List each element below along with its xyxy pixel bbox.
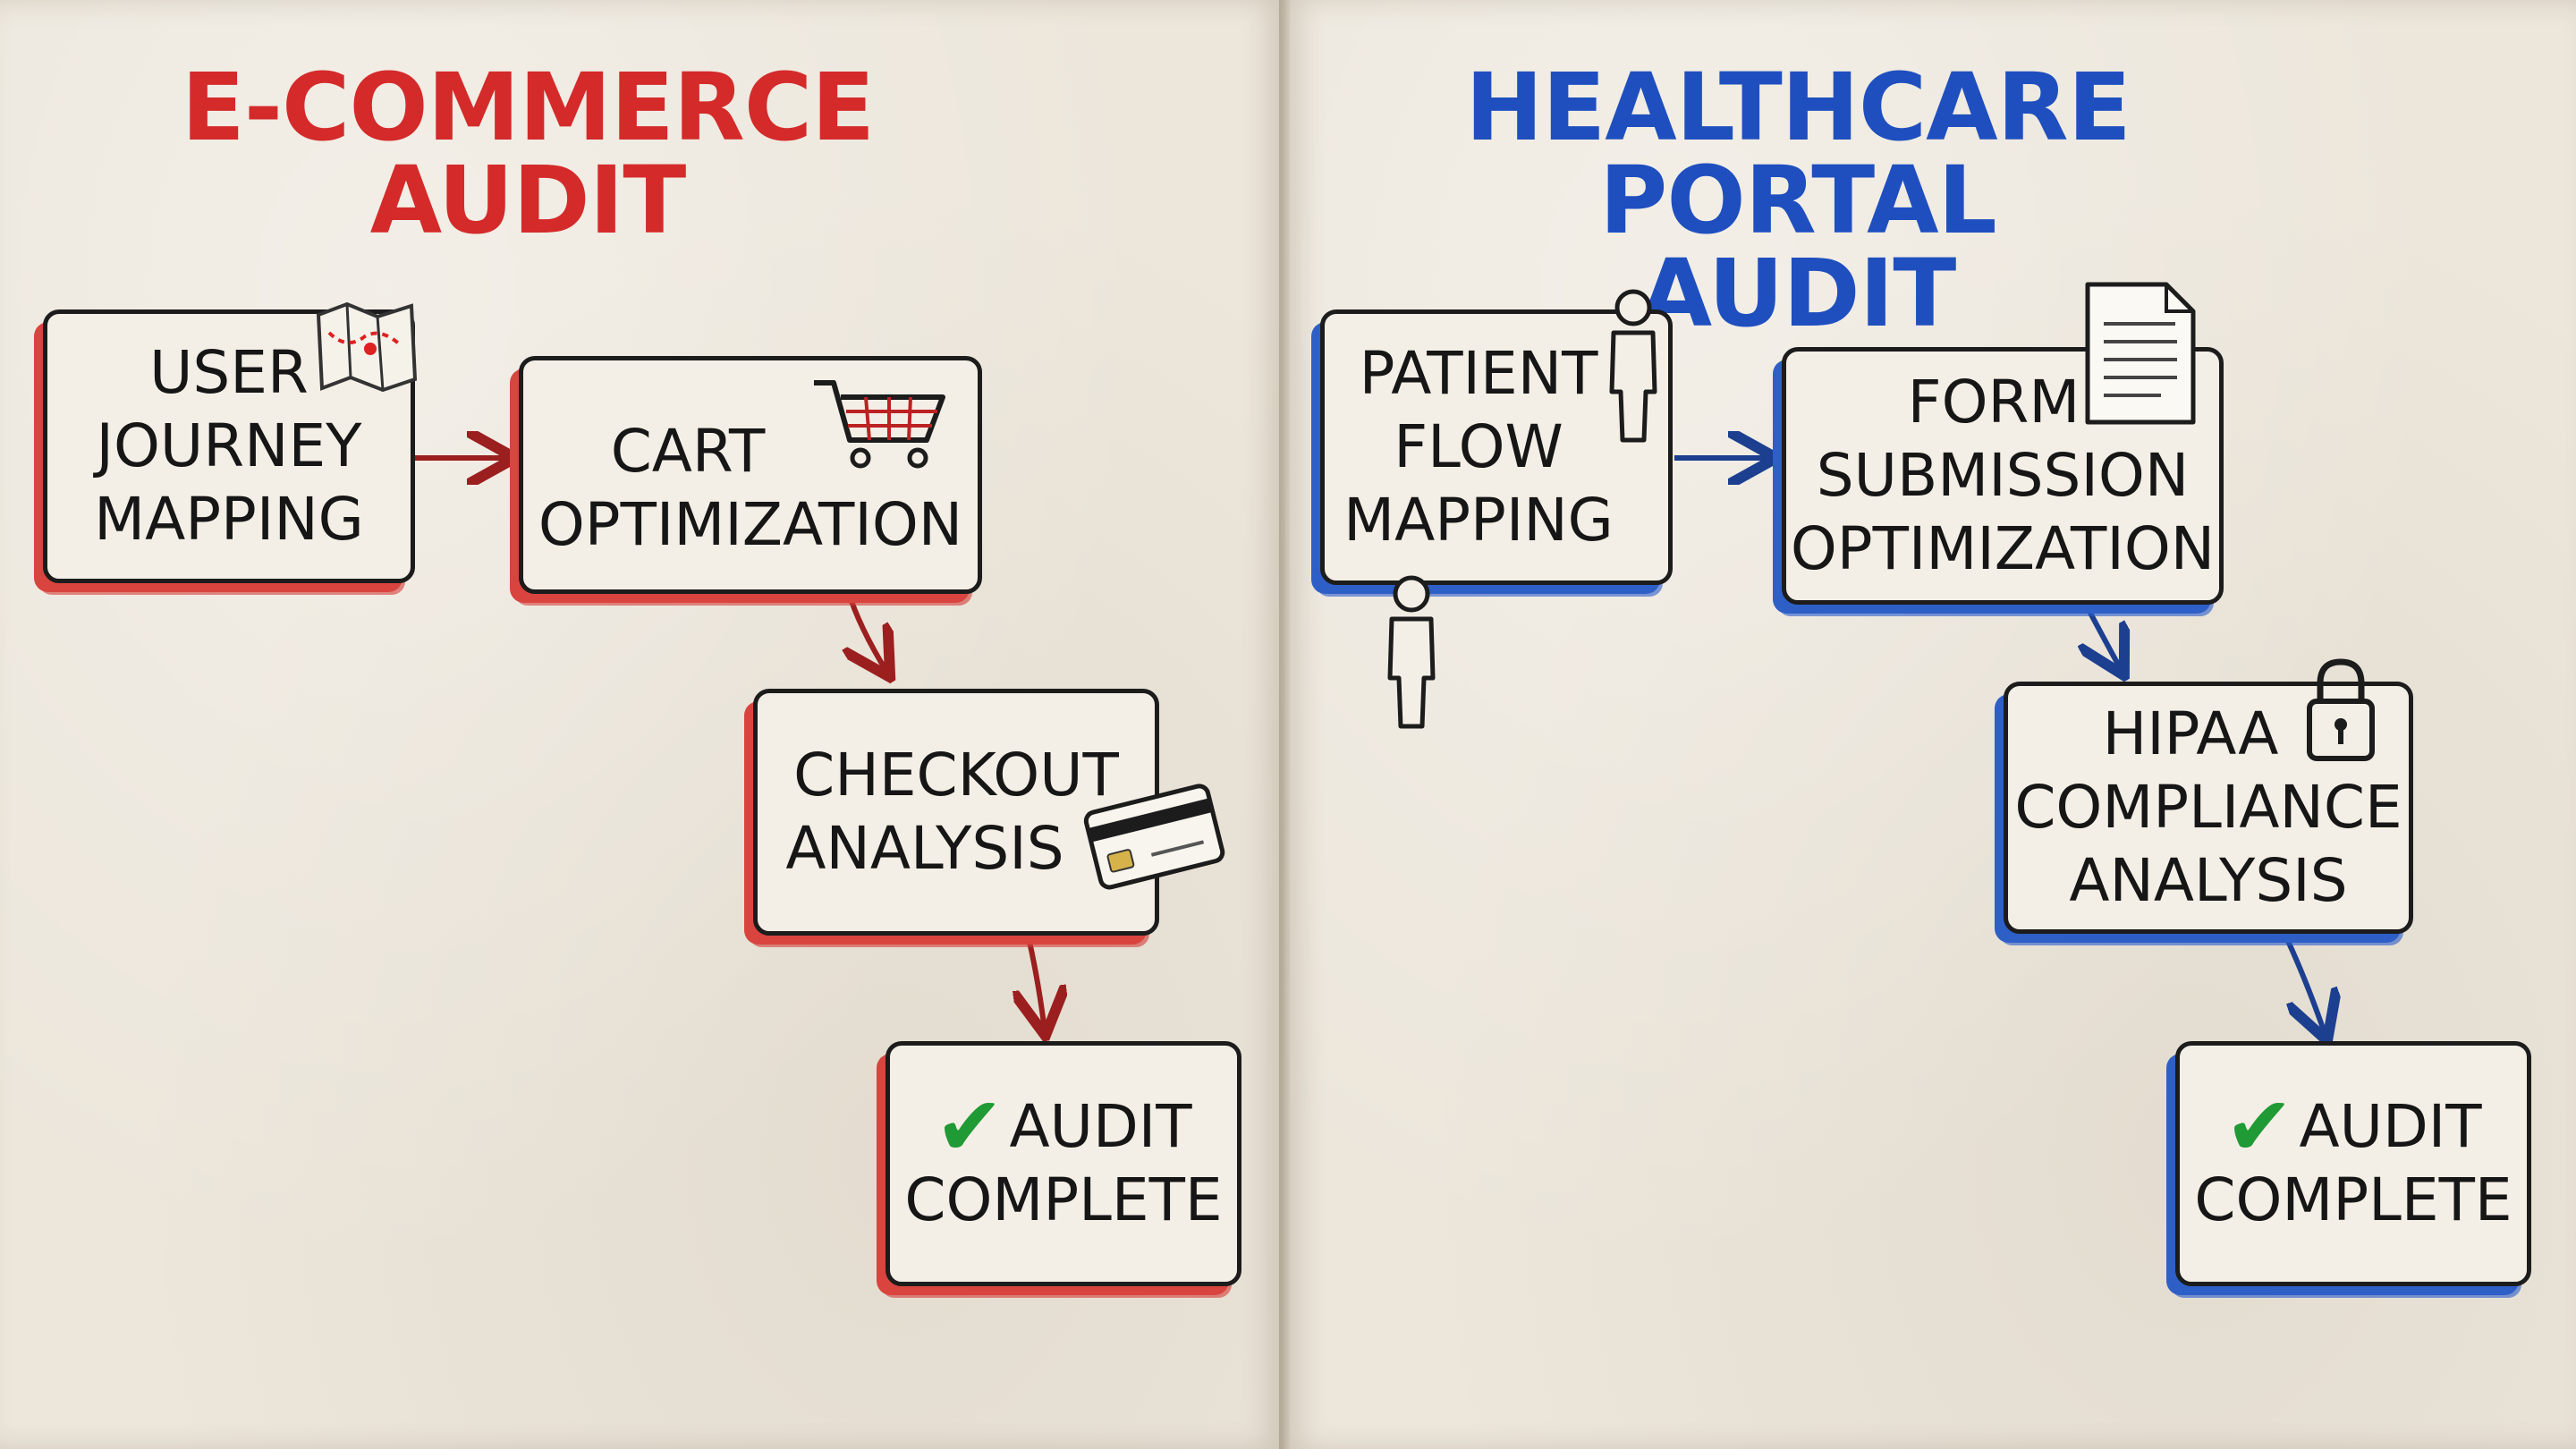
step-label-line: ANALYSIS: [2069, 846, 2348, 915]
ecommerce-title: E-COMMERCE AUDIT: [179, 61, 877, 247]
step-cart-optimization: CART OPTIMIZATION: [519, 356, 982, 594]
step-label-line: OPTIMIZATION: [1790, 514, 2216, 583]
step-label-line: MAPPING: [94, 485, 364, 554]
shopping-cart-icon: [814, 380, 945, 469]
step-label-line: JOURNEY: [96, 411, 362, 480]
ecommerce-title-line-1: E-COMMERCE: [181, 53, 875, 162]
healthcare-title-line-2: PORTAL AUDIT: [1599, 146, 1997, 348]
step-label-line: FORM: [1907, 368, 2080, 436]
arrow-hipaa-to-complete: [2285, 939, 2326, 1036]
step-checkout-analysis: CHECKOUT ANALYSIS: [753, 689, 1159, 936]
checkmark-icon: ✔: [935, 1079, 1004, 1174]
step-label-text: AUDIT: [2299, 1092, 2482, 1161]
step-label-line: COMPLETE: [904, 1165, 1223, 1234]
step-label-line: CHECKOUT: [793, 741, 1119, 809]
step-label-line: USER: [149, 338, 309, 407]
document-icon: [2085, 282, 2196, 425]
ecommerce-title-line-2: AUDIT: [369, 146, 687, 255]
credit-card-icon: [1083, 784, 1225, 890]
person-icon: [1387, 575, 1436, 729]
step-label-line: ✔ AUDIT: [2194, 1079, 2512, 1174]
arrow-form-to-hipaa: [2084, 599, 2122, 671]
step-user-journey-mapping: USER JOURNEY MAPPING: [43, 309, 415, 583]
person-icon: [1609, 289, 1657, 443]
healthcare-title-line-1: HEALTHCARE: [1465, 53, 2131, 162]
step-label-line: ANALYSIS: [785, 814, 1064, 883]
step-label-line: CART: [610, 417, 766, 486]
checkmark-icon: ✔: [2224, 1079, 2294, 1174]
step-label-line: FLOW: [1394, 412, 1563, 481]
step-hipaa-compliance-analysis: HIPAA COMPLIANCE ANALYSIS: [2004, 682, 2413, 934]
step-patient-flow-mapping: PATIENT FLOW MAPPING: [1320, 309, 1673, 585]
step-label-text: AUDIT: [1009, 1092, 1192, 1161]
step-label-line: ✔ AUDIT: [904, 1079, 1222, 1174]
healthcare-arrows: [1674, 458, 2326, 1036]
map-icon: [316, 301, 418, 393]
healthcare-title: HEALTHCARE PORTAL AUDIT: [1431, 61, 2165, 340]
step-label-line: COMPLIANCE: [2014, 773, 2402, 842]
arrow-checkout-to-complete: [1027, 929, 1045, 1030]
step-label-line: SUBMISSION: [1816, 441, 2190, 510]
step-label-line: PATIENT: [1359, 339, 1598, 408]
step-audit-complete-ecommerce: ✔ AUDIT COMPLETE: [886, 1041, 1241, 1286]
ecommerce-arrows: [413, 458, 1045, 1030]
padlock-icon: [2307, 658, 2375, 761]
step-label-line: HIPAA: [2102, 699, 2279, 768]
step-label-line: MAPPING: [1343, 486, 1614, 555]
book-gutter: [1279, 0, 1290, 1449]
step-label-line: OPTIMIZATION: [538, 490, 963, 559]
arrow-cart-to-checkout: [848, 589, 887, 673]
step-audit-complete-healthcare: ✔ AUDIT COMPLETE: [2175, 1041, 2531, 1286]
step-label-line: COMPLETE: [2194, 1165, 2512, 1234]
